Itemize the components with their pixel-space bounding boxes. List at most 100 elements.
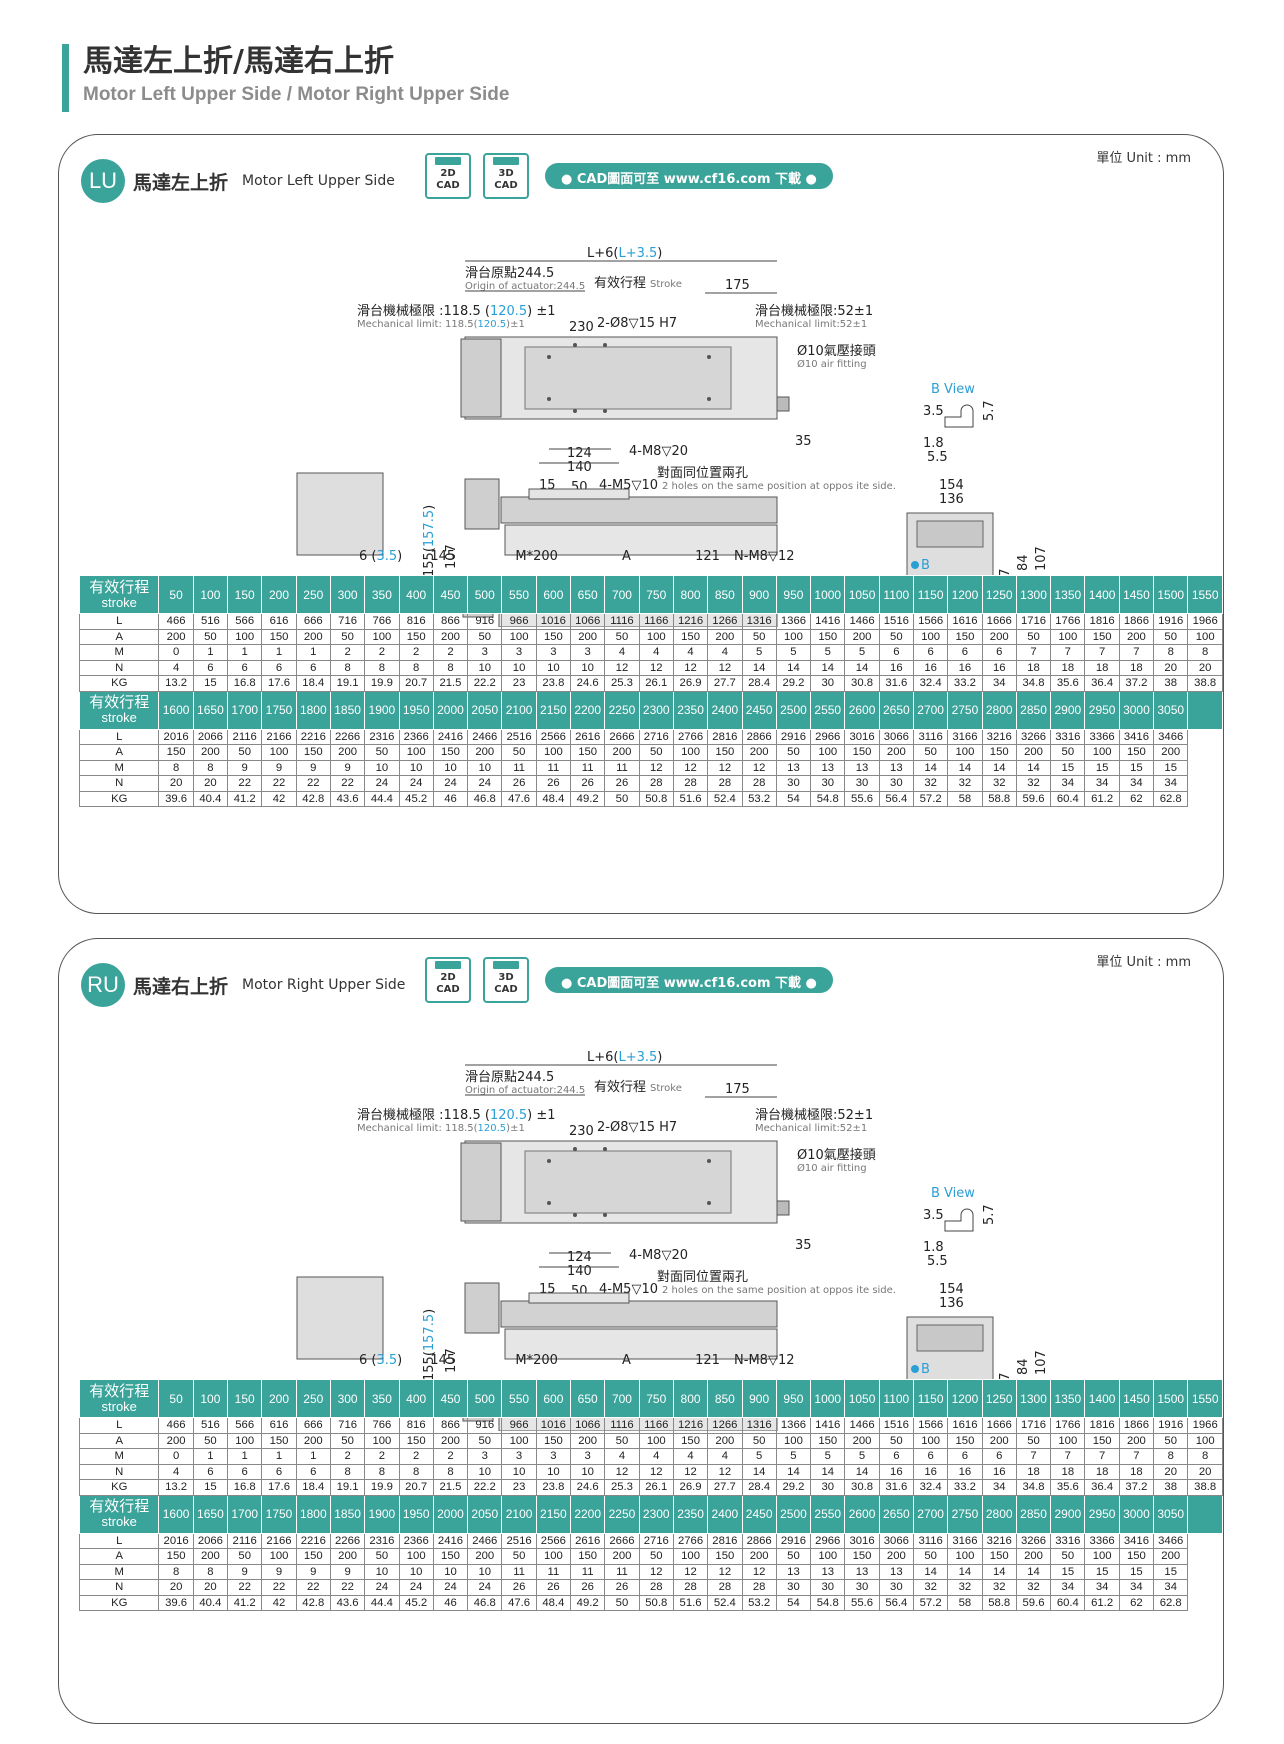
cad-download-link[interactable]: ● CAD圖面可至 www.cf16.com 下載 ● bbox=[545, 967, 833, 993]
table-cell: 32 bbox=[1015, 1579, 1052, 1596]
table-cell: 22 bbox=[227, 775, 263, 792]
table-cell: 50.8 bbox=[638, 1594, 674, 1611]
stroke-value: 2450 bbox=[741, 690, 777, 730]
table-cell: 2416 bbox=[432, 1532, 469, 1549]
table-cell: 1516 bbox=[878, 613, 914, 630]
table-cell: 1466 bbox=[844, 1417, 880, 1434]
air-fitting-label: Ø10氣壓接頭 bbox=[797, 1147, 876, 1163]
section-heading: LU 馬達左上折 Motor Left Upper Side bbox=[81, 159, 395, 203]
table-cell: 2316 bbox=[364, 1532, 400, 1549]
dim-total: L+6(L+3.5) bbox=[587, 246, 662, 261]
table-cell: 50 bbox=[741, 1432, 777, 1449]
dim-124: 124 bbox=[567, 446, 592, 461]
stroke-value: 2000 bbox=[432, 1494, 469, 1534]
table-cell: 24 bbox=[398, 775, 434, 792]
table-cell: 12 bbox=[707, 1563, 743, 1580]
dim-121: 121 bbox=[695, 549, 720, 564]
table-cell: 12 bbox=[707, 659, 743, 676]
table-cell: 10 bbox=[398, 1563, 434, 1580]
table-cell: 1 bbox=[295, 644, 331, 661]
table-cell: 2066 bbox=[192, 728, 229, 745]
row-label: L bbox=[78, 613, 160, 630]
stroke-value: 1450 bbox=[1118, 575, 1155, 614]
end-label-b: B bbox=[921, 558, 930, 573]
mech-limit-left-en: Mechanical limit: 118.5(120.5)±1 bbox=[357, 319, 525, 330]
table-cell: 100 bbox=[947, 744, 983, 761]
table-cell: 916 bbox=[467, 613, 503, 630]
table-cell: 2066 bbox=[192, 1532, 229, 1549]
table-cell: 58.8 bbox=[981, 790, 1017, 807]
table-cell: 100 bbox=[775, 1432, 812, 1449]
table-cell: 12 bbox=[741, 1563, 777, 1580]
table-cell: 14 bbox=[912, 1563, 949, 1580]
table-cell: 150 bbox=[295, 1548, 331, 1565]
dim-140: 140 bbox=[567, 460, 592, 475]
stroke-value: 1950 bbox=[398, 690, 434, 730]
cad-download-link[interactable]: ● CAD圖面可至 www.cf16.com 下載 ● bbox=[545, 163, 833, 189]
table-cell: 30 bbox=[844, 775, 880, 792]
table-cell: 2016 bbox=[158, 1532, 194, 1549]
table-cell: 3366 bbox=[1084, 1532, 1120, 1549]
table-cell: 100 bbox=[535, 744, 572, 761]
origin-label: 滑台原點244.5 bbox=[465, 266, 554, 281]
table-cell: 1 bbox=[295, 1448, 331, 1465]
table-cell: 4 bbox=[707, 644, 743, 661]
table-cell: 15 bbox=[1118, 759, 1155, 776]
table-cell: 100 bbox=[261, 744, 297, 761]
table-cell: 1016 bbox=[535, 1417, 572, 1434]
stroke-value: 1450 bbox=[1118, 1379, 1155, 1418]
table-cell: 16.8 bbox=[227, 675, 263, 692]
table-cell: 9 bbox=[295, 759, 331, 776]
dim-140: 140 bbox=[567, 1264, 592, 1279]
table-cell: 40.4 bbox=[192, 790, 229, 807]
table-cell: 100 bbox=[364, 1432, 400, 1449]
stroke-value: 2950 bbox=[1084, 1494, 1120, 1534]
section-badge: LU bbox=[81, 159, 125, 203]
table-cell: 28 bbox=[672, 775, 709, 792]
table-cell: 4 bbox=[638, 1448, 674, 1465]
table-cell: 50 bbox=[192, 1432, 229, 1449]
stroke-value: 2700 bbox=[912, 1494, 949, 1534]
table-cell: 716 bbox=[329, 613, 366, 630]
table-cell: 200 bbox=[570, 628, 606, 645]
table-cell: 2616 bbox=[570, 1532, 606, 1549]
table-cell: 21.5 bbox=[432, 1479, 469, 1496]
table-cell: 12 bbox=[604, 659, 640, 676]
row-label: A bbox=[78, 1548, 160, 1565]
table-cell: 22 bbox=[261, 775, 297, 792]
stroke-value: 1700 bbox=[227, 690, 263, 730]
table-cell: 25.3 bbox=[604, 1479, 640, 1496]
table-cell: 1116 bbox=[604, 1417, 640, 1434]
stroke-value: 550 bbox=[501, 1379, 537, 1418]
table-cell: 150 bbox=[1118, 1548, 1155, 1565]
stroke-value: 1550 bbox=[1187, 1379, 1223, 1418]
table-cell: 200 bbox=[158, 1432, 194, 1449]
table-cell: 54 bbox=[775, 790, 812, 807]
table-cell: 3116 bbox=[912, 1532, 949, 1549]
table-cell: 20 bbox=[192, 1579, 229, 1596]
table-cell: 13.2 bbox=[158, 675, 194, 692]
table-cell: 34 bbox=[1118, 775, 1155, 792]
table-cell: 100 bbox=[810, 1548, 846, 1565]
table-cell: 3066 bbox=[878, 1532, 914, 1549]
table-cell: 2516 bbox=[501, 728, 537, 745]
table-cell: 50 bbox=[329, 628, 366, 645]
table-cell: 13 bbox=[878, 759, 914, 776]
table-cell: 1216 bbox=[672, 613, 709, 630]
table-cell: 11 bbox=[535, 1563, 572, 1580]
b-dim-5-5: 5.5 bbox=[927, 450, 948, 465]
table-cell: 6 bbox=[261, 1463, 297, 1480]
row-label: L bbox=[78, 1417, 160, 1434]
table-cell: 60.4 bbox=[1050, 790, 1086, 807]
stroke-value: 1050 bbox=[844, 575, 880, 614]
table-cell: 9 bbox=[295, 1563, 331, 1580]
